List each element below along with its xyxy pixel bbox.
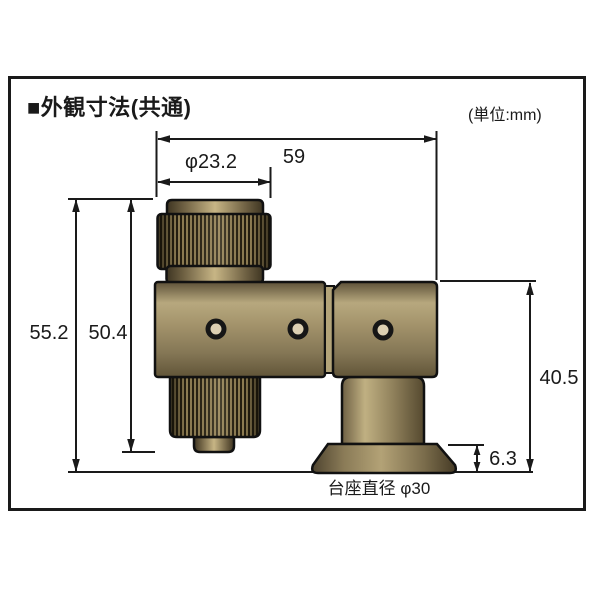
hole-center-1 xyxy=(210,323,222,335)
arrowheads xyxy=(72,135,534,472)
arrow-55-top xyxy=(72,199,80,212)
arrow-phi23-left xyxy=(157,178,170,186)
arrow-40-bottom xyxy=(526,459,534,472)
arrow-59-left xyxy=(157,135,170,143)
base-diameter-label: 台座直径 φ30 xyxy=(327,479,431,498)
section-title-text: 外観寸法(共通) xyxy=(40,95,192,120)
hole-center-2 xyxy=(292,323,304,335)
bottom-knurl-outline xyxy=(168,375,262,439)
dim-label-knob-diameter: φ23.2 xyxy=(185,151,237,173)
arrow-59-right xyxy=(424,135,437,143)
leg-stem xyxy=(340,375,426,446)
arrow-50-bottom xyxy=(127,439,135,452)
unit-label: (単位:mm) xyxy=(468,107,542,124)
top-cap xyxy=(165,198,265,218)
dim-label-total-width: 59 xyxy=(282,146,306,168)
arrow-55-bottom xyxy=(72,459,80,472)
arrow-63-top xyxy=(473,445,481,455)
section-title: ■外観寸法(共通) xyxy=(27,90,191,122)
pedestal-base xyxy=(310,442,458,475)
arrow-63-bottom xyxy=(473,462,481,472)
top-collar xyxy=(165,264,265,285)
arrow-40-top xyxy=(526,282,534,295)
top-knurled-knob xyxy=(156,212,272,271)
body-holes xyxy=(205,318,394,341)
dim-label-right-height: 40.5 xyxy=(539,367,579,389)
dim-label-base-height: 6.3 xyxy=(489,448,517,470)
dim-label-total-height: 55.2 xyxy=(29,322,69,344)
bottom-knurled-knob xyxy=(168,375,262,439)
valve-component xyxy=(153,198,458,475)
bottom-knurl-shading xyxy=(170,377,260,437)
dim-label-body-height: 50.4 xyxy=(88,322,128,344)
dimension-lines xyxy=(68,131,536,473)
section-square-icon: ■ xyxy=(27,95,41,120)
top-knurl-shading xyxy=(157,214,271,269)
bottom-stem xyxy=(192,435,236,454)
arrow-phi23-right xyxy=(258,178,271,186)
arrow-50-top xyxy=(127,199,135,212)
hole-center-3 xyxy=(377,324,389,336)
